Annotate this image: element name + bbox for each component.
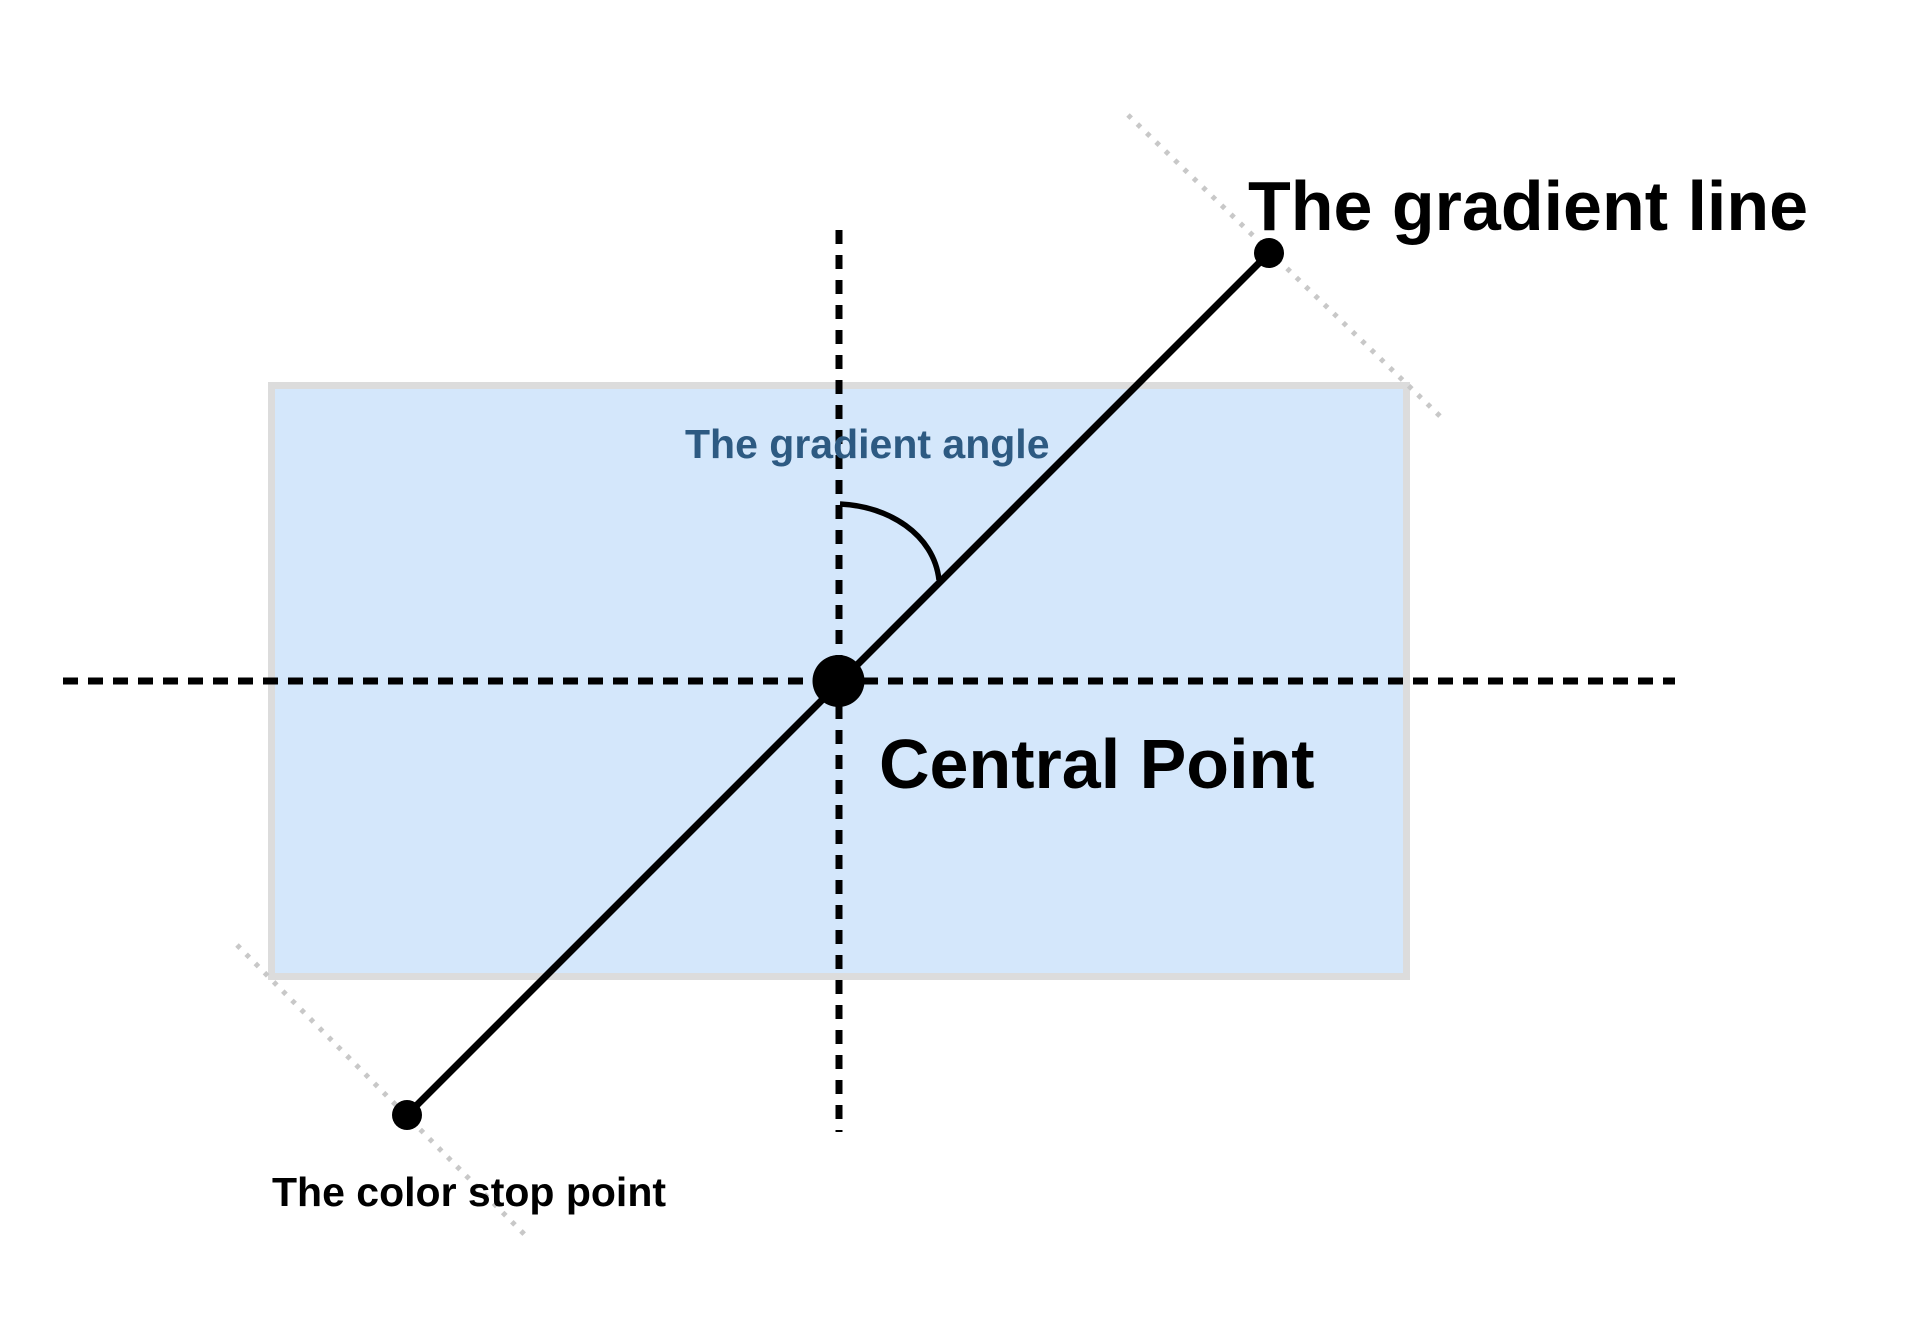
angle-arc — [839, 501, 942, 581]
color-stop-dot — [392, 1100, 422, 1130]
gradient-angle-label: The gradient angle — [685, 421, 1050, 467]
central-point-label: Central Point — [879, 725, 1315, 803]
color-stop-perpendicular-line-top — [1126, 113, 1445, 421]
color-stop-perpendicular-line-bottom — [235, 943, 528, 1238]
central-point-dot — [812, 655, 865, 707]
gradient-line-end-dot — [1254, 238, 1284, 268]
color-stop-point-label: The color stop point — [272, 1169, 666, 1215]
gradient-line-label: The gradient line — [1248, 167, 1808, 245]
